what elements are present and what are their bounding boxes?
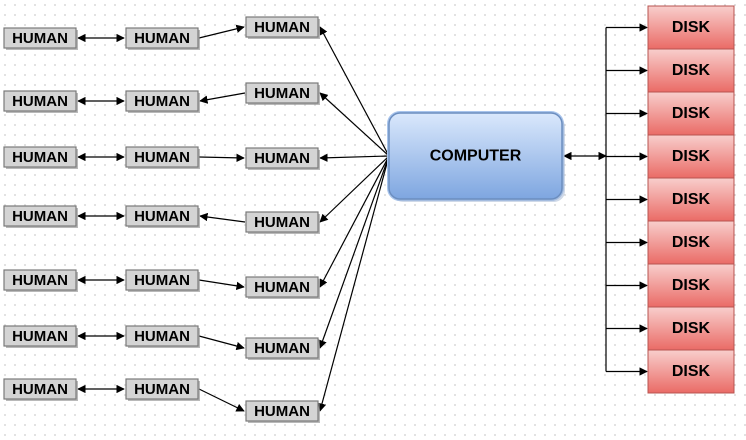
edge (198, 279, 245, 290)
human-node[interactable]: HUMAN (245, 82, 320, 105)
edge (319, 155, 390, 288)
edge (319, 155, 390, 223)
disk-node[interactable]: DISK (647, 349, 735, 394)
node-label: HUMAN (12, 30, 68, 47)
node-label: HUMAN (254, 279, 310, 296)
node-label: HUMAN (254, 340, 310, 357)
human-node[interactable]: HUMAN (125, 90, 200, 113)
human-node[interactable]: HUMAN (3, 90, 78, 113)
edge (198, 153, 245, 163)
human-node[interactable]: HUMAN (245, 211, 320, 234)
edge (317, 155, 390, 412)
node-label: DISK (672, 277, 711, 294)
human-node[interactable]: HUMAN (125, 146, 200, 169)
node-label: DISK (672, 19, 711, 36)
node-label: HUMAN (134, 328, 190, 345)
node-label: HUMAN (254, 214, 310, 231)
node-label: DISK (672, 363, 711, 380)
disk-node[interactable]: DISK (647, 91, 735, 136)
human-node[interactable]: HUMAN (125, 27, 200, 50)
edge (319, 153, 390, 162)
node-label: DISK (672, 191, 711, 208)
node-label: HUMAN (254, 403, 310, 420)
human-node[interactable]: HUMAN (3, 146, 78, 169)
node-label: HUMAN (134, 149, 190, 166)
node-label: HUMAN (12, 93, 68, 110)
human-node[interactable]: HUMAN (125, 269, 200, 292)
edge (319, 92, 390, 157)
node-label: DISK (672, 234, 711, 251)
node-label: HUMAN (134, 30, 190, 47)
node-label: HUMAN (134, 381, 190, 398)
node-label: HUMAN (134, 93, 190, 110)
edge (198, 388, 245, 412)
node-label: DISK (672, 62, 711, 79)
node-label: HUMAN (12, 208, 68, 225)
node-label: HUMAN (134, 208, 190, 225)
disk-node[interactable]: DISK (647, 5, 735, 50)
human-node[interactable]: HUMAN (3, 378, 78, 401)
disk-node[interactable]: DISK (647, 220, 735, 265)
human-node[interactable]: HUMAN (245, 276, 320, 299)
edge (198, 24, 245, 39)
human-node[interactable]: HUMAN (125, 325, 200, 348)
node-label: HUMAN (134, 272, 190, 289)
disk-node[interactable]: DISK (647, 134, 735, 179)
node-label: HUMAN (254, 19, 310, 36)
node-label: HUMAN (254, 85, 310, 102)
node-label: COMPUTER (430, 148, 522, 165)
disk-node[interactable]: DISK (647, 48, 735, 93)
disk-node[interactable]: DISK (647, 306, 735, 351)
human-node[interactable]: HUMAN (125, 378, 200, 401)
human-node[interactable]: HUMAN (245, 337, 320, 360)
node-label: DISK (672, 105, 711, 122)
computer-node[interactable]: COMPUTER (387, 111, 565, 202)
edge (199, 92, 246, 104)
node-label: HUMAN (12, 149, 68, 166)
human-node[interactable]: HUMAN (245, 16, 320, 39)
human-node[interactable]: HUMAN (125, 205, 200, 228)
human-node[interactable]: HUMAN (245, 400, 320, 423)
human-node[interactable]: HUMAN (3, 205, 78, 228)
node-label: HUMAN (12, 381, 68, 398)
human-node[interactable]: HUMAN (3, 27, 78, 50)
node-label: DISK (672, 320, 711, 337)
disk-node[interactable]: DISK (647, 177, 735, 222)
node-label: HUMAN (12, 272, 68, 289)
human-node[interactable]: HUMAN (245, 147, 320, 170)
human-node[interactable]: HUMAN (3, 269, 78, 292)
human-node[interactable]: HUMAN (3, 325, 78, 348)
disk-node[interactable]: DISK (647, 263, 735, 308)
edge (319, 26, 390, 157)
edge (199, 212, 246, 223)
node-label: DISK (672, 148, 711, 165)
node-label: HUMAN (12, 328, 68, 345)
node-label: HUMAN (254, 150, 310, 167)
edge (198, 335, 245, 351)
edge (318, 155, 390, 349)
